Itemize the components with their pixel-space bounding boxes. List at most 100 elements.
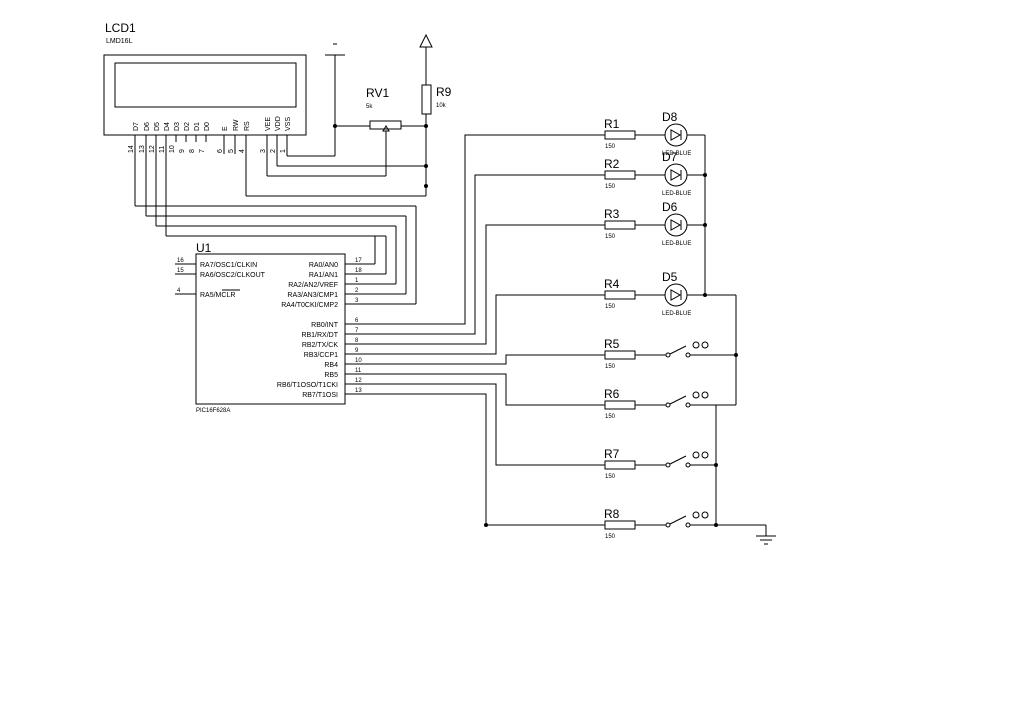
u1-pin-number: 1 [355,278,359,284]
lcd-pin-number: 6 [217,149,224,153]
lcd-pin-label: D3 [174,122,181,131]
u1-pin-number: 6 [355,318,359,324]
ground-symbol-bottom [756,525,776,545]
u1-pin-number: 7 [355,328,359,334]
rv1-value: 5k [366,104,373,110]
lcd-pin-number: 1 [280,149,287,153]
led-ref: D6 [662,200,678,214]
lcd-pin-label: VDD [275,116,282,131]
u1-pin-number: 10 [355,358,362,364]
lcd-pin-number: 7 [199,149,206,153]
u1-left-pins: 16RA7/OSC1/CLKIN15RA6/OSC2/CLKOUT4RA5/MC… [175,258,266,299]
resistor-r4[interactable]: R4 150 [604,277,636,310]
u1-pin-number: 12 [355,378,362,384]
u1-right-pins: 17RA0/AN018RA1/AN11RA2/AN2/VREF2RA3/AN3/… [277,258,366,399]
lcd-pin-number: 12 [149,145,156,153]
lcd1-part: LMD16L [106,38,133,45]
lcd-pin-label: D2 [184,122,191,131]
rv1-potentiometer[interactable]: RV1 5k [366,86,402,132]
resistor-r8[interactable]: R8 150 [604,507,636,540]
led-ref: D8 [662,110,678,124]
led-part: LED-BLUE [662,311,691,317]
resistor-ref: R8 [604,507,620,521]
lcd-pin-number: 13 [139,145,146,153]
lcd-pin-number: 3 [260,149,267,153]
led-part: LED-BLUE [662,241,691,247]
resistor-ref: R6 [604,387,620,401]
resistor-r2[interactable]: R2 150 [604,157,636,190]
u1-pin-name: RA1/AN1 [309,272,338,279]
resistor-ref: R5 [604,337,620,351]
lcd-pin-label: D1 [194,122,201,131]
lcd-pin-label: RW [233,119,240,131]
supply-wiring [245,114,428,197]
push-switch-3[interactable] [635,451,716,468]
u1-pin-name: RB2/TX/CK [302,342,339,349]
lcd-pin-number: 10 [169,145,176,153]
u1-pin-name: RB7/T1OSI [302,392,338,399]
push-switch-2[interactable] [635,391,736,408]
u1-pin-name: RA6/OSC2/CLKOUT [200,272,266,279]
u1-pin-name: RB5 [324,372,338,379]
push-switch-1[interactable] [635,341,736,358]
r9-ref: R9 [436,85,452,99]
lcd1-component[interactable]: LCD1 LMD16L D714D613D512D411D310D29D18D0… [103,21,307,153]
lcd-pin-number: 8 [189,149,196,153]
lcd-pin-label: VEE [265,117,272,131]
u1-pin-name: RA2/AN2/VREF [288,282,338,289]
lcd-pin-number: 5 [228,149,235,153]
u1-pin-number: 13 [355,388,362,394]
push-switch-4[interactable] [635,511,716,528]
u1-pin-number: 4 [177,288,181,294]
u1-pin-name: RB1/RX/DT [301,332,338,339]
resistor-value: 150 [605,234,616,240]
r9-value: 10k [436,103,447,109]
u1-pin-number: 11 [355,368,362,374]
lcd-data-wiring [134,142,417,305]
lcd-pin-label: D7 [133,122,140,131]
u1-pin-name: RB4 [324,362,338,369]
resistor-ref: R1 [604,117,620,131]
u1-microcontroller[interactable]: U1 PIC16F628A 16RA7/OSC1/CLKIN15RA6/OSC2… [175,241,366,414]
u1-body [195,253,346,405]
u1-pin-name: RB0/INT [311,322,339,329]
lcd-pin-label: D4 [164,122,171,131]
resistor-value: 150 [605,534,616,540]
u1-pin-number: 18 [355,268,362,274]
right-rails [703,135,766,527]
lcd-pin-label: E [222,126,229,131]
lcd-pin-number: 11 [159,146,166,153]
u1-part: PIC16F628A [196,408,230,414]
resistor-r6[interactable]: R6 150 [604,387,636,420]
resistor-value: 150 [605,304,616,310]
lcd-pin-label: D5 [154,122,161,131]
u1-pin-name: RA0/AN0 [309,262,338,269]
resistor-value: 150 [605,184,616,190]
lcd-pin-label: D0 [204,122,211,131]
power-terminal-symbol [419,33,433,85]
u1-pin-name: RA5/MCLR [200,292,235,299]
r9-resistor[interactable]: R9 10k [421,84,452,115]
rv1-ref: RV1 [366,86,389,100]
resistor-ref: R2 [604,157,620,171]
led-part: LED-BLUE [662,191,691,197]
lcd1-body [103,54,307,136]
u1-pin-number: 15 [177,268,184,274]
resistor-ref: R4 [604,277,620,291]
portb-wiring [345,134,605,527]
u1-pin-number: 3 [355,298,359,304]
lcd-pin-label: RS [244,121,251,131]
u1-pin-number: 8 [355,338,359,344]
led-ref: D5 [662,270,678,284]
resistor-value: 150 [605,414,616,420]
led-ref: D7 [662,150,678,164]
u1-pin-number: 2 [355,288,359,294]
